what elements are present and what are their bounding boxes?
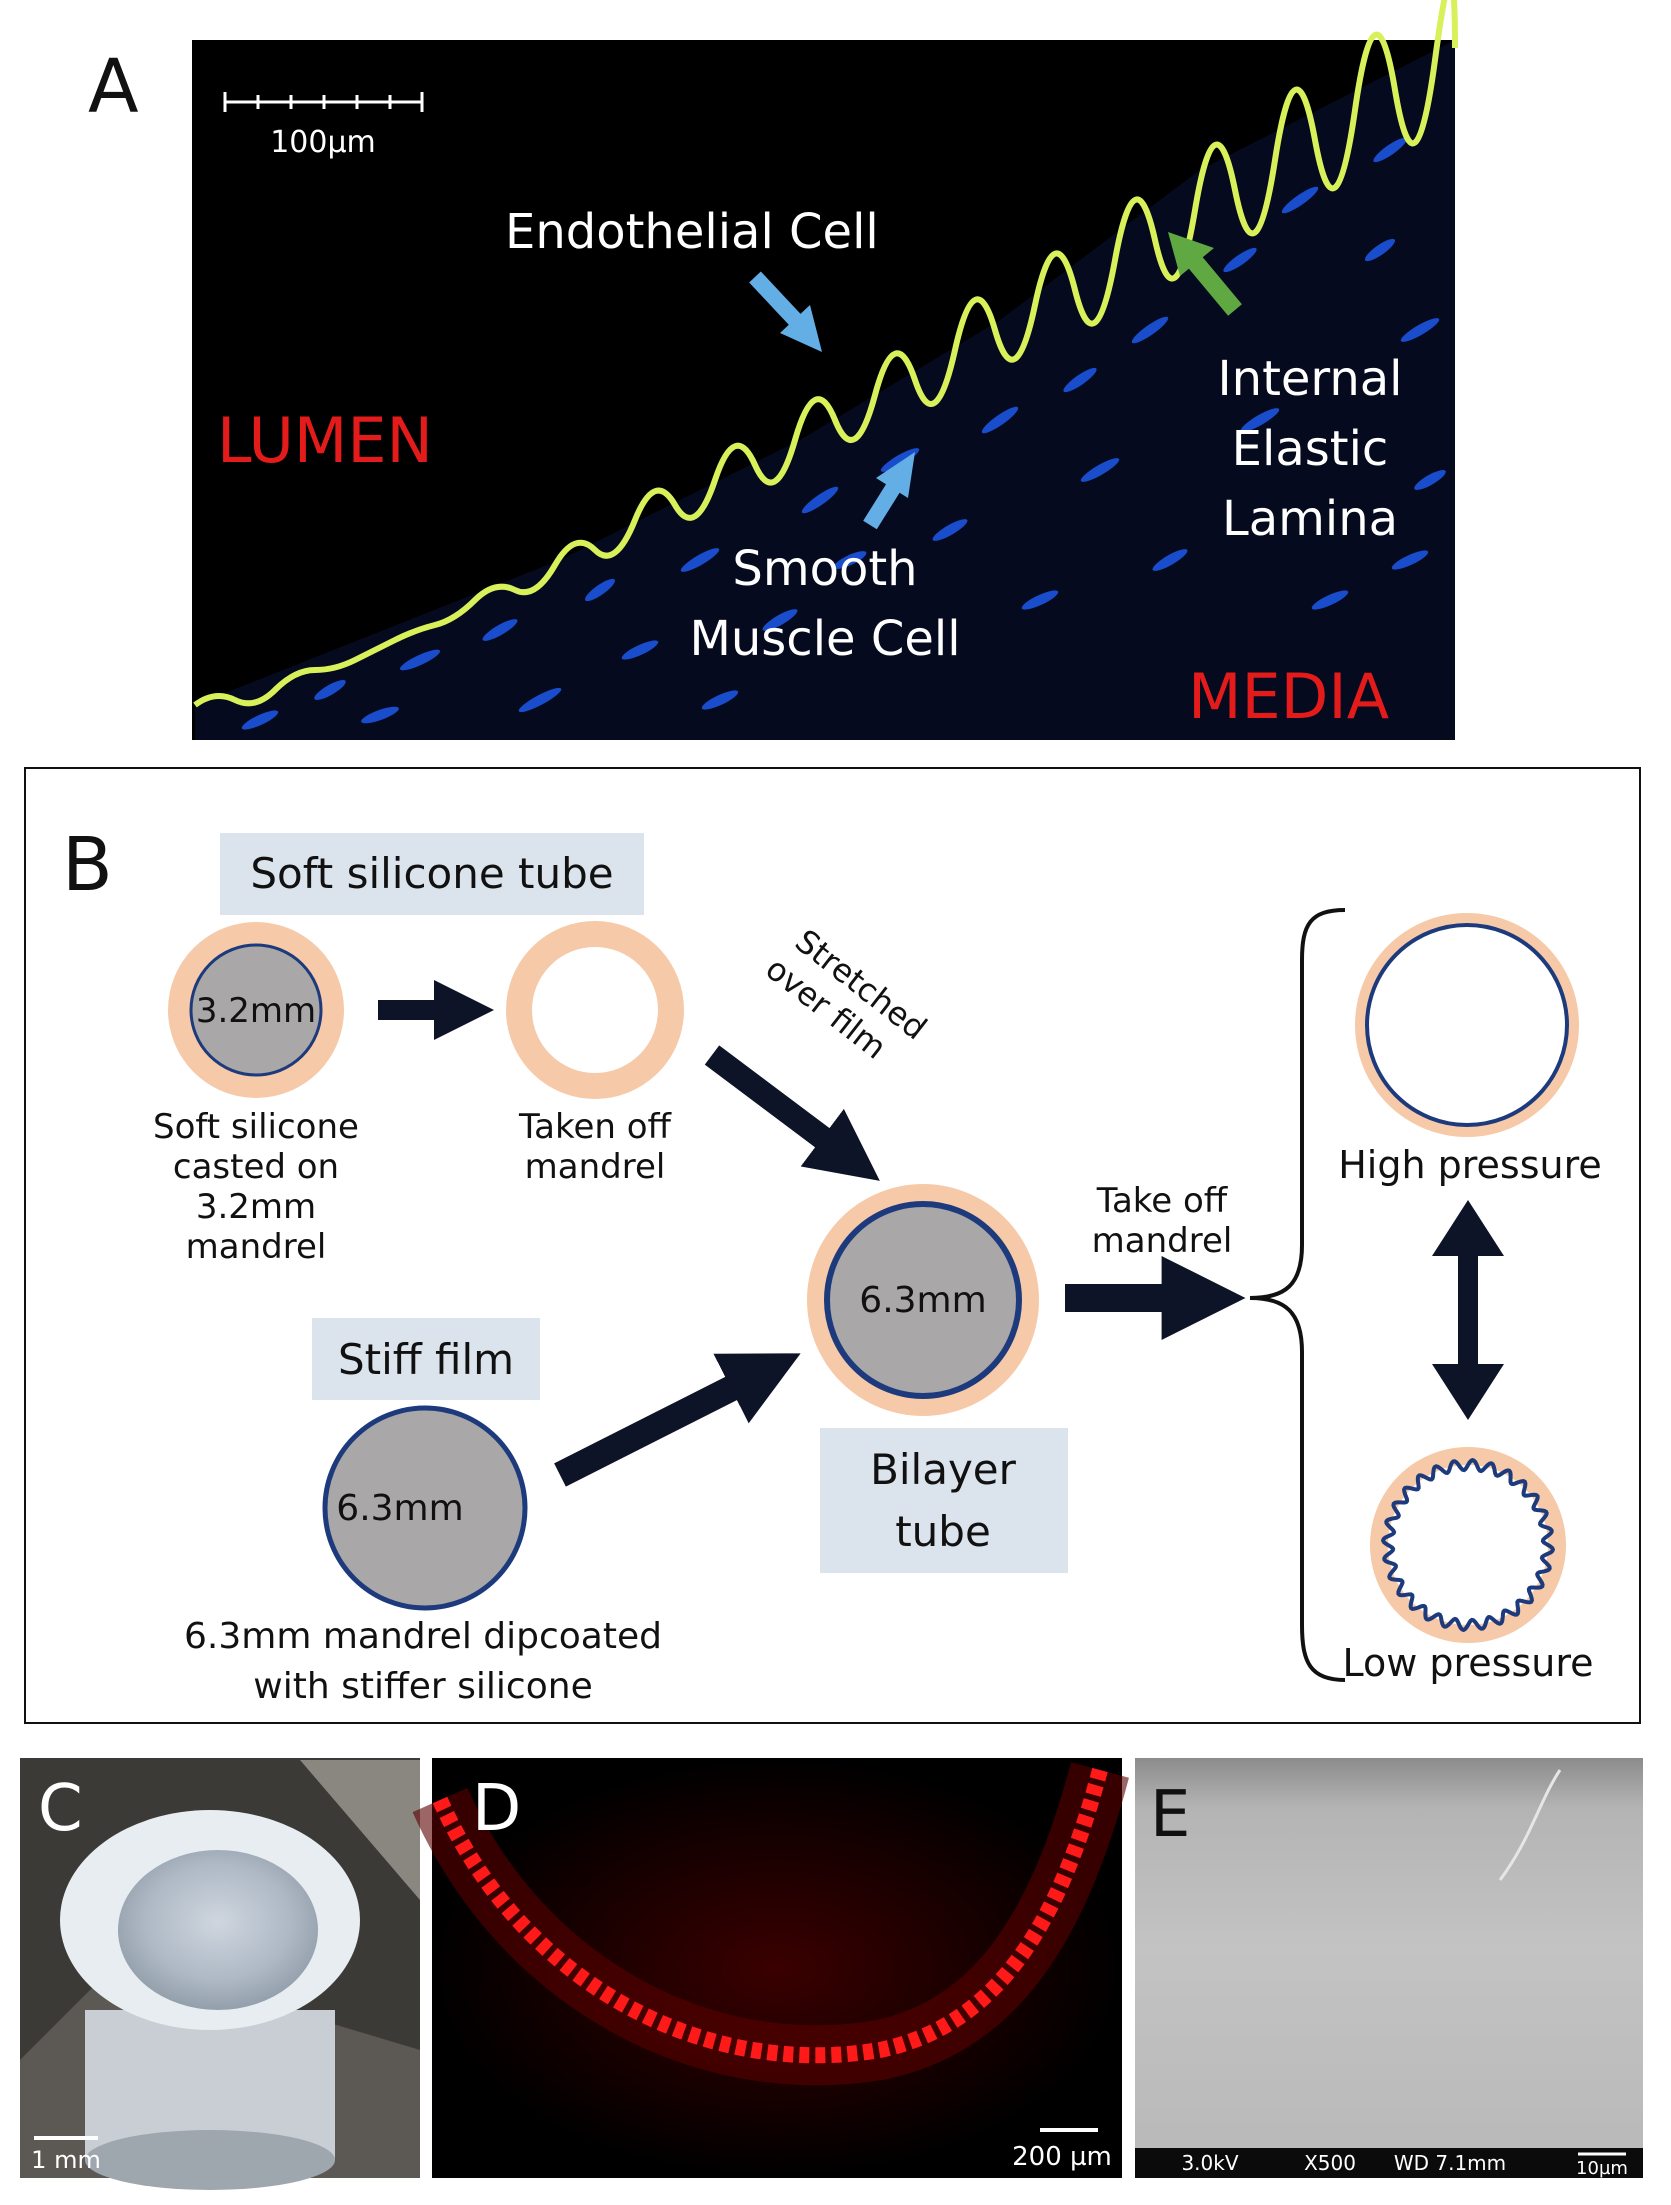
panel-d: D 200 µm — [412, 1758, 1129, 2178]
red-wall — [432, 1767, 1108, 2064]
soft-tube-title-box — [220, 833, 644, 915]
cast-text-4: mandrel — [186, 1227, 327, 1267]
scale-bar-a — [223, 92, 424, 112]
smc-label-line2: Muscle Cell — [689, 611, 960, 667]
dip-text-1: 6.3mm mandrel dipcoated — [184, 1616, 662, 1657]
low-pressure-label: Low pressure — [1342, 1641, 1593, 1685]
taken-off-ring — [506, 921, 684, 1099]
stiff-mandrel-label: 6.3mm — [336, 1488, 463, 1529]
panel-e: E 3.0kV X500 WD 7.1mm 10µm — [1135, 1758, 1643, 2179]
high-pressure-lumen — [1365, 923, 1569, 1127]
sem-wd: WD 7.1mm — [1394, 2151, 1506, 2175]
tube-bottom — [85, 2130, 335, 2190]
cast-text-2: casted on — [173, 1147, 339, 1187]
mandrel-small-label: 3.2mm — [196, 991, 316, 1031]
stiff-mandrel — [322, 1405, 528, 1611]
double-arrow — [1432, 1200, 1504, 1420]
panel-d-letter: D — [472, 1772, 521, 1846]
bilayer-title-box — [820, 1428, 1068, 1573]
media-label: MEDIA — [1188, 660, 1389, 733]
media-tissue — [195, 40, 1455, 740]
endothelial-arrow — [749, 271, 822, 352]
sem-fiber — [1498, 1769, 1562, 1881]
panel-e-image — [1135, 1758, 1643, 2178]
soft-tube-title: Soft silicone tube — [250, 849, 613, 898]
panel-b-letter: B — [62, 822, 113, 908]
arrow-film-to-bilayer — [554, 1353, 801, 1487]
panel-a-letter: A — [88, 44, 139, 130]
endothelial-label: Endothelial Cell — [505, 204, 879, 260]
panel-c-metal-light — [300, 1760, 420, 1900]
panel-c: C 1 mm — [20, 1758, 420, 2190]
taken-text-1: Taken off — [518, 1107, 673, 1147]
smc-label-line1: Smooth — [732, 541, 917, 597]
scale-bar-a-label: 100µm — [270, 125, 376, 160]
scale-bar-d-label: 200 µm — [1012, 2142, 1112, 2172]
dip-text-2: with stiffer silicone — [253, 1666, 592, 1707]
stiff-film-title: Stiff film — [338, 1335, 514, 1384]
iel-label-line3: Lamina — [1222, 491, 1398, 547]
bilayer-text-2: tube — [895, 1507, 991, 1556]
tube-lumen — [118, 1850, 318, 2010]
bilayer-text-1: Bilayer — [870, 1445, 1017, 1494]
cast-text-3: 3.2mm — [196, 1187, 316, 1227]
high-pressure-label: High pressure — [1338, 1143, 1602, 1187]
sem-kv: 3.0kV — [1181, 2151, 1238, 2175]
nuclei — [241, 137, 1446, 730]
bilayer-core — [824, 1201, 1022, 1399]
iel-arrow — [1168, 232, 1242, 316]
scale-bar-c-label: 1 mm — [31, 2146, 101, 2174]
lumen-label: LUMEN — [217, 404, 433, 477]
low-pressure-lumen — [1388, 1465, 1548, 1625]
iel-label-line1: Internal — [1218, 351, 1403, 407]
smc-arrow — [863, 452, 915, 530]
bilayer-size: 6.3mm — [859, 1280, 986, 1321]
panel-e-letter: E — [1150, 1778, 1190, 1852]
takeoff-text-1: Take off — [1096, 1181, 1229, 1221]
panel-a: A — [88, 0, 1458, 740]
takeoff-text-2: mandrel — [1092, 1221, 1233, 1261]
sem-info-bar — [1135, 2148, 1643, 2178]
stiff-film-title-box — [312, 1318, 540, 1400]
panel-c-letter: C — [38, 1772, 83, 1846]
taken-text-2: mandrel — [525, 1147, 666, 1187]
sem-mag: X500 — [1304, 2151, 1356, 2175]
iel-label-line2: Elastic — [1232, 421, 1389, 477]
low-pressure-wavy-wall — [1380, 1457, 1556, 1633]
arrow-stretched — [704, 1045, 880, 1181]
curly-brace — [1249, 908, 1346, 1682]
panel-b: B Soft silicone tube 3.2mm Soft silicone… — [24, 767, 1641, 1724]
cast-core — [189, 943, 323, 1077]
sem-scale: 10µm — [1576, 2158, 1628, 2179]
elastic-lamina — [193, 0, 1458, 708]
cast-text-1: Soft silicone — [153, 1107, 359, 1147]
